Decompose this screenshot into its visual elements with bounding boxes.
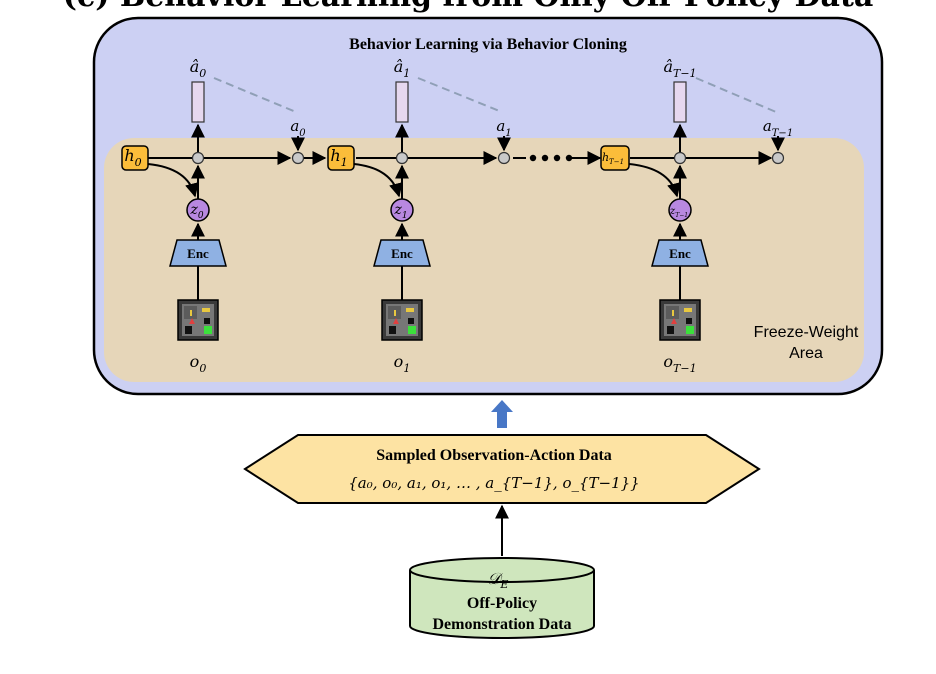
freeze-label-line1: Freeze-Weight [754, 324, 859, 341]
loss-dashed-line [213, 77, 297, 113]
combine-node [395, 151, 409, 165]
encoder-block [169, 239, 227, 267]
hidden-state-box [327, 145, 355, 171]
sampled-data-title: Sampled Observation-Action Data [376, 447, 612, 464]
predicted-action-bar [673, 81, 687, 123]
observation-label: o1 [394, 352, 411, 375]
observation-label: oT−1 [663, 352, 696, 375]
predicted-action-bar [395, 81, 409, 123]
latent-label: z0 [189, 202, 203, 221]
sampled-data-hexagon [243, 434, 761, 504]
predicted-action-label: âT−1 [663, 57, 696, 80]
predicted-action-label: â0 [190, 57, 207, 80]
action-node [497, 151, 511, 165]
sampled-data-sequence: {a₀, o₀, a₁, o₁, … , a_{T−1}, o_{T−1}} [348, 474, 639, 492]
hidden-to-latent-curve [147, 163, 199, 198]
dataset-line2: Demonstration Data [432, 616, 571, 633]
hidden-to-latent-curve [628, 163, 681, 198]
encoder-label: Enc [669, 246, 691, 261]
encoder-label: Enc [391, 246, 413, 261]
freeze-label-line2: Area [789, 345, 823, 362]
demonstration-dataset [409, 557, 595, 639]
latent-label: zT−1 [669, 206, 688, 219]
dataset-line1: Off-Policy [467, 595, 537, 612]
latent-label: z1 [393, 202, 407, 221]
hidden-to-latent-curve [353, 163, 403, 198]
combine-node [673, 151, 687, 165]
observation-image [177, 299, 219, 341]
loss-dashed-line [417, 77, 503, 113]
predicted-action-label: â1 [394, 57, 411, 80]
action-node [291, 151, 305, 165]
encoder-block [651, 239, 709, 267]
hidden-state-label: h1 [330, 146, 347, 169]
hidden-state-label: hT−1 [602, 151, 624, 166]
action-label: a0 [290, 117, 306, 139]
observation-label: o0 [190, 352, 207, 375]
action-node [771, 151, 785, 165]
observation-image [381, 299, 423, 341]
action-label: aT−1 [763, 117, 793, 139]
box-title: Behavior Learning via Behavior Cloning [349, 36, 627, 53]
ellipsis-dots [529, 154, 573, 162]
combine-node [191, 151, 205, 165]
hidden-state-box [121, 145, 149, 171]
observation-image [659, 299, 701, 341]
encoder-label: Enc [187, 246, 209, 261]
hidden-state-box [600, 145, 630, 171]
hidden-state-label: h0 [124, 146, 141, 169]
action-label: a1 [496, 117, 511, 139]
loss-dashed-line [695, 77, 777, 113]
top-caption: (c) Behavior Learning from Only Off-Poli… [63, 0, 874, 14]
dataset-symbol: 𝒟E [488, 569, 509, 591]
encoder-block [373, 239, 431, 267]
predicted-action-bar [191, 81, 205, 123]
up-arrow [491, 400, 513, 428]
